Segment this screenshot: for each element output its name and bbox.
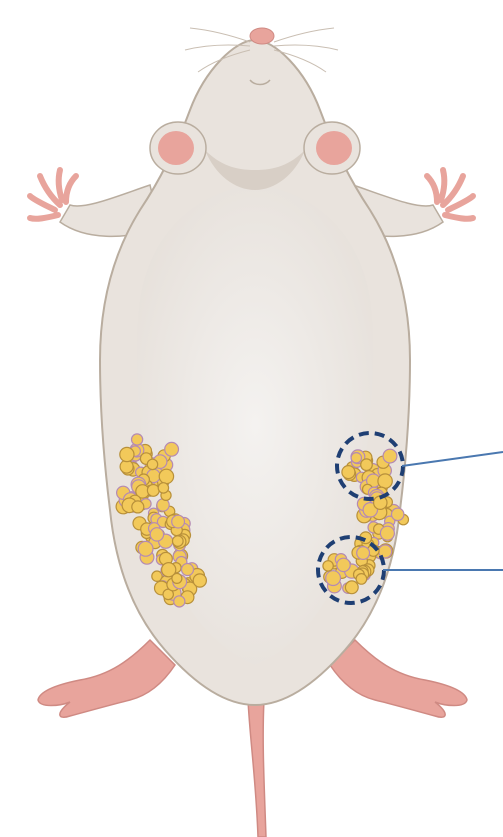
- adipocyte: [173, 536, 184, 547]
- nose-icon: [250, 28, 274, 44]
- tail: [248, 700, 266, 837]
- adipocyte: [342, 466, 355, 479]
- adipocyte: [337, 558, 350, 571]
- adipocyte: [165, 442, 179, 456]
- adipocyte: [132, 501, 144, 513]
- adipocyte: [380, 526, 394, 540]
- adipocyte: [132, 434, 143, 445]
- adipocyte: [356, 574, 367, 585]
- adipocyte: [361, 459, 373, 471]
- adipocyte: [172, 573, 182, 583]
- adipocyte: [138, 541, 153, 556]
- left-hind-foot: [38, 640, 175, 717]
- adipocyte: [182, 564, 194, 576]
- left-ear: [150, 122, 206, 174]
- adipocyte: [120, 447, 134, 461]
- adipocyte: [147, 459, 157, 469]
- adipocyte: [323, 561, 333, 571]
- right-ear: [304, 122, 360, 174]
- adipocyte: [383, 449, 397, 463]
- adipocyte: [174, 596, 185, 607]
- adipocyte: [378, 474, 392, 488]
- adipocyte: [326, 571, 341, 586]
- adipocyte: [147, 485, 159, 497]
- right-hind-foot: [330, 640, 467, 717]
- callout-line-upper: [402, 452, 503, 466]
- adipocyte: [193, 574, 206, 587]
- adipocyte: [150, 528, 163, 541]
- adipocyte: [345, 581, 358, 594]
- adipocyte: [357, 547, 370, 560]
- adipocyte: [392, 508, 404, 520]
- adipocyte: [159, 469, 173, 483]
- adipocyte: [351, 453, 361, 463]
- adipocyte: [158, 483, 168, 493]
- adipocyte: [172, 515, 185, 528]
